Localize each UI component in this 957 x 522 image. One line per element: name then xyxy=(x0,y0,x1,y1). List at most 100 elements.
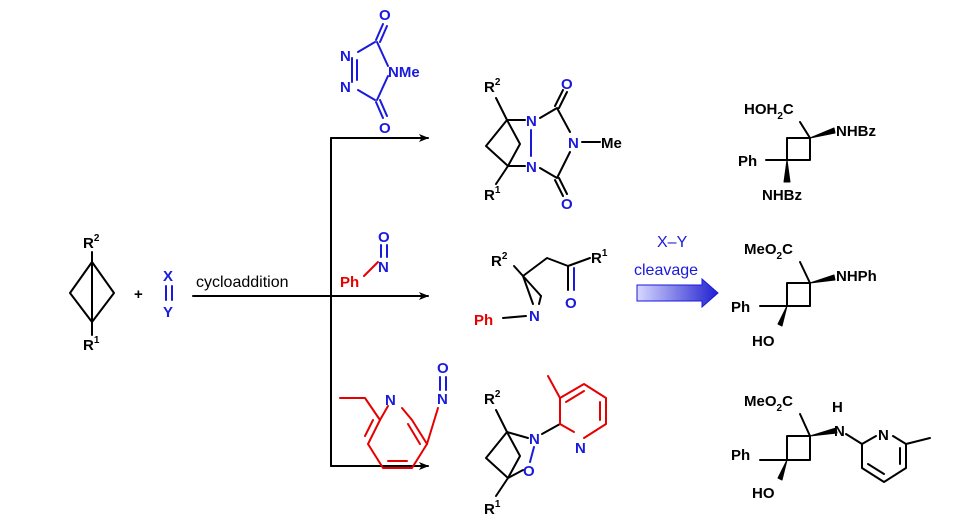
n2-atom: N xyxy=(340,79,351,96)
ho-group: HO xyxy=(752,333,775,350)
h-atom: H xyxy=(832,399,843,416)
pyridine-inner-bonds xyxy=(867,447,901,475)
r2-label: R2 xyxy=(83,233,100,252)
n1-atom: N xyxy=(340,48,351,65)
cleavage-arrow xyxy=(636,277,719,309)
cyclobutane xyxy=(786,435,811,461)
pyridine-inner-bonds xyxy=(364,419,421,462)
xy-reagent: X Y xyxy=(163,268,173,321)
cyclobutane xyxy=(786,137,811,161)
o-atom: O xyxy=(378,229,390,246)
pyridine-nitroso-bond xyxy=(426,407,439,445)
x-atom: X xyxy=(163,268,173,285)
o-top-atom: O xyxy=(379,7,391,24)
pyridine-n-atom: N xyxy=(878,427,889,444)
product-3: R2 R1 N O N xyxy=(484,375,607,518)
o1-atom: O xyxy=(561,76,573,93)
n-atom: N xyxy=(378,259,389,276)
cycloaddition-label: cycloaddition xyxy=(196,274,289,291)
bicyclobutane-bonds xyxy=(69,261,115,323)
hoh2c-group: HOH2C xyxy=(744,101,794,122)
ring-bonds xyxy=(357,41,389,101)
nhph-wedge xyxy=(809,274,836,284)
methyl-bond xyxy=(547,375,561,399)
aziridine-bonds xyxy=(513,257,569,305)
o-atom: O xyxy=(565,295,577,312)
ph-group: Ph xyxy=(731,447,750,464)
meo2c-group: MeO2C xyxy=(744,241,793,262)
final-product-2: MeO2C NHPh Ph HO xyxy=(731,241,877,350)
n-ring-bond xyxy=(538,295,542,305)
n-atom: N xyxy=(529,308,540,325)
meo2c-group: MeO2C xyxy=(744,393,793,414)
ph-group: Ph xyxy=(340,274,359,291)
ester-bond xyxy=(799,261,811,284)
pyridine-ring xyxy=(845,433,907,483)
carbonyl-bonds xyxy=(554,89,568,197)
final-product-1: HOH2C NHBz Ph NHBz xyxy=(738,101,876,204)
cleavage-line2: cleavage xyxy=(634,262,698,279)
n-atom: N xyxy=(834,423,845,440)
bicyclic-bonds xyxy=(485,97,521,185)
nh-wedge xyxy=(809,427,838,437)
cleavage-step: X–Y cleavage xyxy=(634,234,719,309)
nme-group: NMe xyxy=(388,64,420,81)
pyridine-inner-bonds xyxy=(559,390,601,433)
no-bond xyxy=(529,446,535,463)
bicyclic-bonds xyxy=(485,409,521,497)
n-atom: N xyxy=(529,431,540,448)
o2-atom: O xyxy=(561,196,573,213)
reaction-arrows xyxy=(192,134,429,470)
pyridine-ring xyxy=(559,383,607,439)
cn-bonds xyxy=(506,119,526,167)
ester-bond xyxy=(799,413,811,437)
cn-co-bonds xyxy=(506,431,529,479)
oh-wedge xyxy=(777,305,788,327)
ph-group: Ph xyxy=(731,299,750,316)
nhph-group: NHPh xyxy=(836,268,877,285)
y-atom: Y xyxy=(163,304,173,321)
cleavage-line1: X–Y xyxy=(657,234,688,251)
plus-sign: + xyxy=(134,286,143,303)
r1-label: R1 xyxy=(484,499,501,518)
r1-label: R1 xyxy=(591,248,608,267)
r1-label: R1 xyxy=(83,335,100,354)
nhbz-right: NHBz xyxy=(836,123,876,140)
ring-n-atom: N xyxy=(385,392,396,409)
ho-group: HO xyxy=(752,485,775,502)
ketone-r1-bond xyxy=(567,257,591,267)
nitroso-n-atom: N xyxy=(437,391,448,408)
nitroso-o-atom: O xyxy=(437,360,449,377)
ph-group: Ph xyxy=(738,153,757,170)
nhbz-bottom-wedge xyxy=(783,159,791,183)
r2-label: R2 xyxy=(491,251,508,270)
n-ph-bond xyxy=(502,315,527,319)
n1-atom: N xyxy=(526,113,537,130)
ch2oh-bond xyxy=(799,121,811,139)
n-pyridine-bond xyxy=(541,423,561,435)
r2-label: R2 xyxy=(484,77,501,96)
r2-label: R2 xyxy=(484,389,501,408)
oh-wedge xyxy=(777,459,788,481)
xy-double-bond xyxy=(165,285,173,301)
nhbz-wedge xyxy=(809,127,836,139)
ph-group: Ph xyxy=(474,312,493,329)
triazolinedione-reagent: N N O O NMe xyxy=(340,7,420,137)
cyclobutane xyxy=(786,282,811,307)
pyridine-ring-bonds xyxy=(339,397,428,469)
methyl-bond xyxy=(905,437,931,445)
ring-n-bond xyxy=(379,405,389,421)
nitrosopyridine-reagent: N N O xyxy=(339,360,449,469)
final-product-3: MeO2C H N N Ph HO xyxy=(731,393,931,502)
starting-bicyclobutane: R2 R1 xyxy=(69,233,115,354)
no-double-bond xyxy=(439,376,447,391)
n3-atom: N xyxy=(568,135,579,152)
pyridine-n-atom: N xyxy=(575,440,586,457)
n2-atom: N xyxy=(526,159,537,176)
o-bottom-atom: O xyxy=(379,120,391,137)
nhbz-bottom: NHBz xyxy=(762,187,802,204)
product-1: R2 R1 N N O O N Me xyxy=(484,76,622,213)
o-atom: O xyxy=(523,463,535,480)
urazole-ring xyxy=(539,107,571,179)
